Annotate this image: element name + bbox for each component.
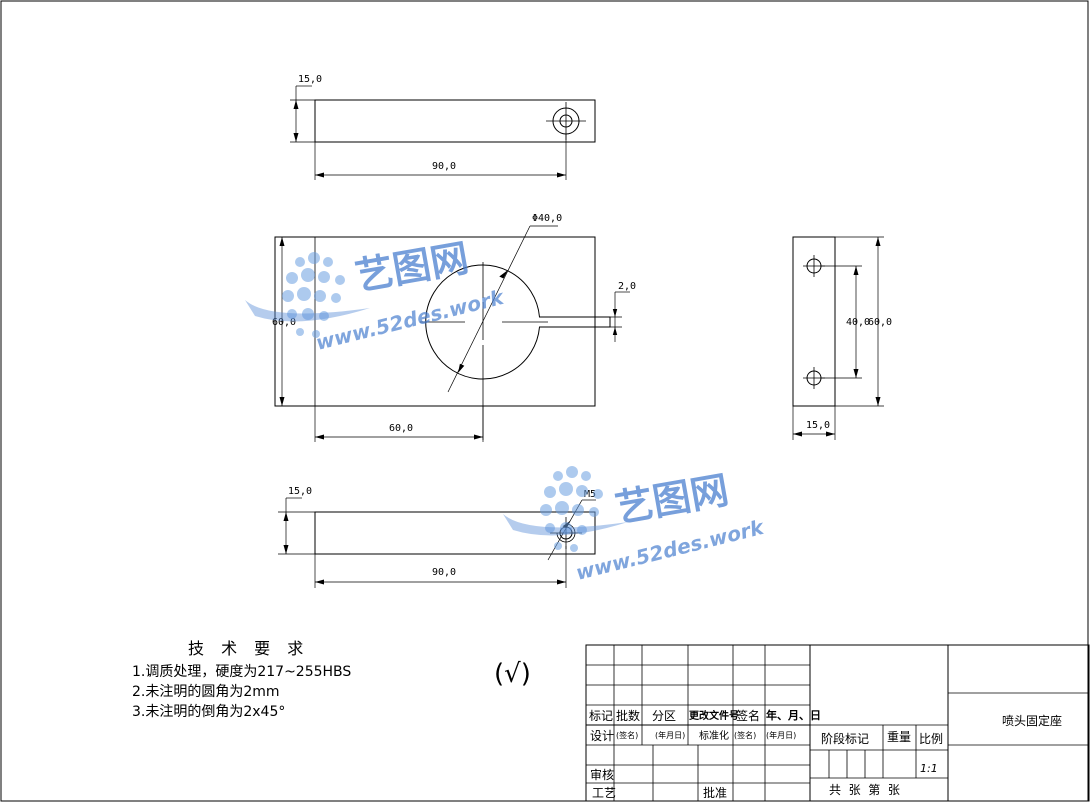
dim-side-hole-spacing: 40,0 bbox=[846, 317, 870, 328]
watermark-url: www.52des.work bbox=[313, 285, 507, 355]
watermark-upper: 艺图网 www.52des.work bbox=[245, 236, 507, 355]
dim-side-height: 60,0 bbox=[868, 317, 892, 328]
tb-design: 设计 bbox=[590, 729, 614, 743]
tb-date-placeholder: (年月日) bbox=[655, 730, 685, 740]
tb-count: 批数 bbox=[616, 708, 640, 723]
watermark-logo-icon bbox=[503, 466, 628, 552]
tb-standardization: 标准化 bbox=[699, 729, 729, 742]
tb-sign: 签名 bbox=[736, 708, 760, 723]
front-view: Φ40,0 2,0 60,0 60,0 bbox=[272, 213, 636, 442]
tb-approve: 批准 bbox=[703, 785, 727, 800]
watermark-logo-icon bbox=[245, 252, 370, 338]
tb-scale-value: 1:1 bbox=[920, 762, 938, 775]
watermark-lower: 艺图网 www.52des.work bbox=[503, 466, 767, 585]
dim-bottom-length: 90,0 bbox=[432, 567, 456, 578]
tb-date-placeholder-2: (年月日) bbox=[766, 730, 796, 740]
dim-front-slot: 2,0 bbox=[618, 281, 636, 292]
tb-sign-placeholder: (签名) bbox=[616, 730, 638, 740]
side-view: 40,0 60,0 15,0 bbox=[792, 236, 892, 440]
tb-stage-mark: 阶段标记 bbox=[821, 731, 869, 746]
dim-front-height: 60,0 bbox=[272, 317, 296, 328]
tb-zone: 分区 bbox=[652, 709, 676, 723]
dim-side-width: 15,0 bbox=[806, 420, 830, 431]
requirement-item: 2.未注明的圆角为2mm bbox=[132, 684, 280, 700]
tb-sheets: 共 张 第 张 bbox=[829, 783, 900, 797]
requirement-item: 1.调质处理，硬度为217~255HBS bbox=[132, 664, 351, 680]
technical-requirements: 技 术 要 求 1.调质处理，硬度为217~255HBS 2.未注明的圆角为2m… bbox=[132, 639, 351, 720]
dim-front-offset: 60,0 bbox=[389, 423, 413, 434]
tb-process: 工艺 bbox=[592, 786, 616, 800]
requirements-title: 技 术 要 求 bbox=[188, 639, 309, 658]
tb-review: 审核 bbox=[590, 767, 614, 782]
watermark-brand: 艺图网 bbox=[352, 236, 472, 299]
requirement-item: 3.未注明的倒角为2x45° bbox=[132, 704, 285, 720]
bottom-view: M5 15,0 90,0 bbox=[278, 486, 596, 588]
tb-part-name: 喷头固定座 bbox=[1002, 713, 1062, 728]
dim-front-diameter: Φ40,0 bbox=[532, 213, 562, 224]
tb-weight: 重量 bbox=[887, 730, 911, 744]
tb-date: 年、月、日 bbox=[766, 708, 821, 722]
tb-scale: 比例 bbox=[919, 732, 943, 746]
tb-mark: 标记 bbox=[589, 709, 613, 723]
surface-roughness-symbol: (√) bbox=[494, 659, 531, 689]
dim-top-height: 15,0 bbox=[298, 74, 322, 85]
tb-change-doc: 更改文件号 bbox=[689, 709, 739, 722]
tb-sign-placeholder-2: (签名) bbox=[734, 730, 756, 740]
watermark-brand: 艺图网 bbox=[612, 468, 732, 531]
dim-bottom-thread: M5 bbox=[584, 489, 596, 500]
front-bore bbox=[425, 264, 611, 380]
dim-top-length: 90,0 bbox=[432, 161, 456, 172]
dim-bottom-height: 15,0 bbox=[288, 486, 312, 497]
title-block: 标记 批数 分区 更改文件号 签名 年、月、日 设计 (签名) (年月日) 标准… bbox=[585, 644, 1090, 802]
top-view: 15,0 90,0 bbox=[290, 74, 596, 180]
